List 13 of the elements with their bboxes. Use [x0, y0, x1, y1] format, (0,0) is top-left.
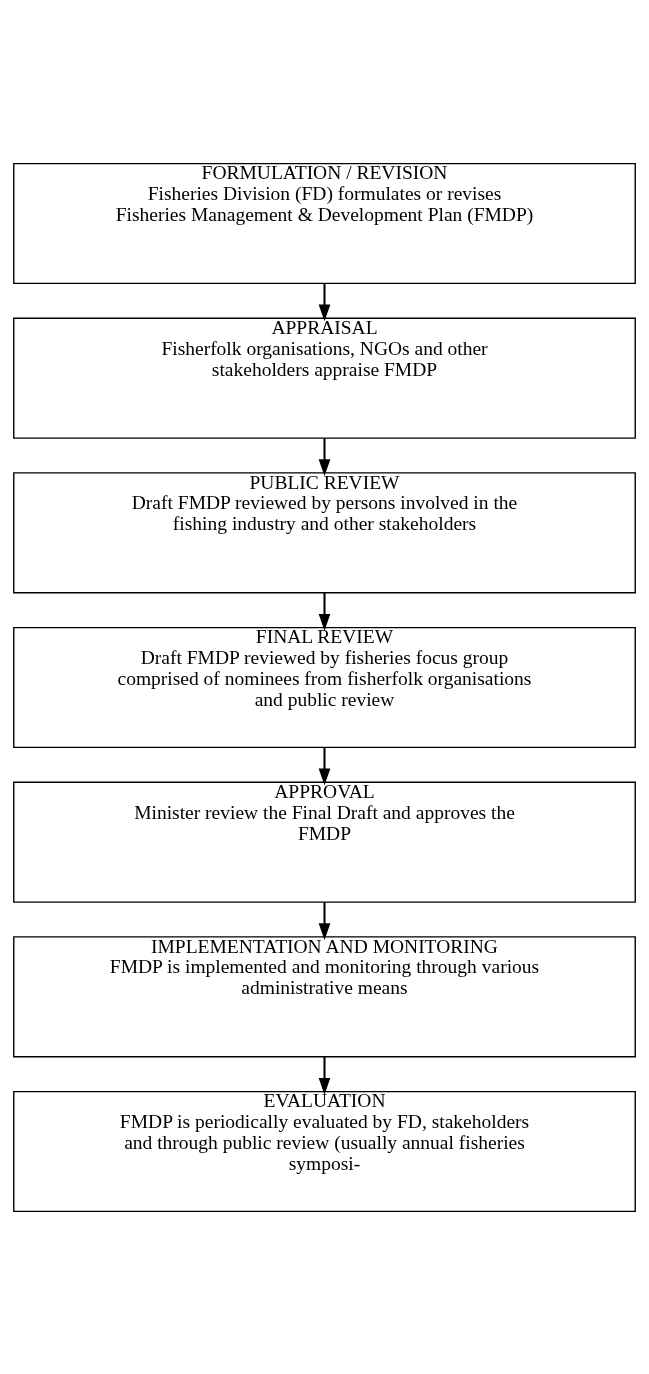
arrow: [318, 901, 331, 940]
arrow: [318, 592, 331, 631]
arrow: [318, 437, 331, 476]
node-box: APPRAISAL Fisherfolk organisations, NGOs and other stakeholders appraise FMDP: [13, 317, 636, 439]
node-box: EVALUATION FMDP is periodically evaluated by FD, stakeholders and through public review (usually annual fisheries symposi-: [13, 1090, 636, 1212]
node-box: FINAL REVIEW Draft FMDP reviewed by fisheries focus group comprised of nominees from fisherfolk organisations and public review: [13, 626, 636, 748]
node-box: PUBLIC REVIEW Draft FMDP reviewed by persons involved in the fishing industry and other stakeholders: [13, 471, 636, 593]
node-box: APPROVAL Minister review the Final Draft and approves the FMDP: [13, 781, 636, 903]
arrow: [318, 1056, 331, 1095]
node-box: IMPLEMENTATION AND MONITORING FMDP is implemented and monitoring through various administrative means: [13, 935, 636, 1057]
arrow: [318, 747, 331, 785]
node-box: FORMULATION / REVISION Fisheries Division (FD) formulates or revises Fisheries Management & Development Plan (FMDP): [13, 162, 636, 284]
arrow: [318, 283, 331, 321]
